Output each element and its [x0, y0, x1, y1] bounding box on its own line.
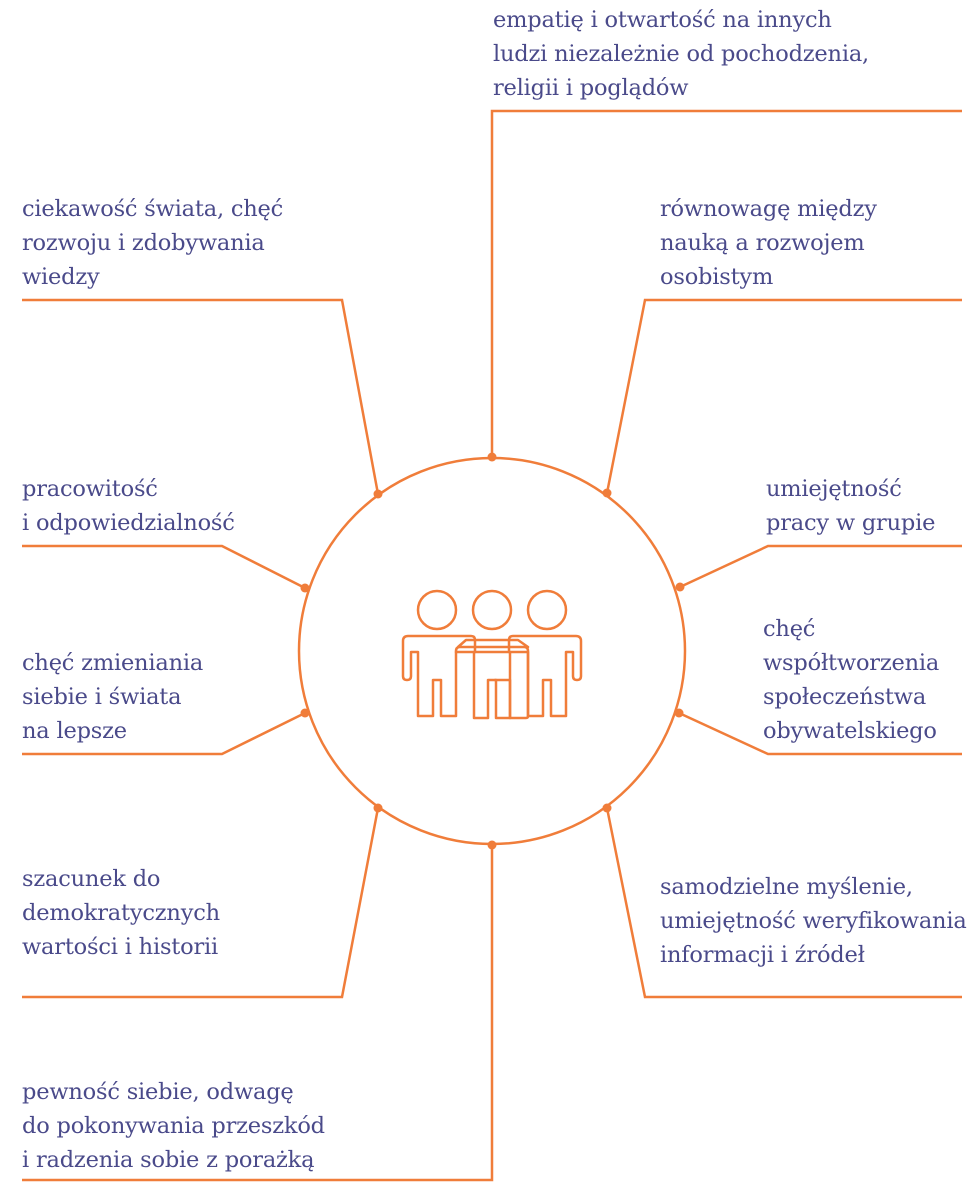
dot-democratic-values: [373, 803, 383, 813]
connector-critical-thinking: [605, 807, 962, 999]
value-confidence-line: pewność siebie, odwagę: [22, 1079, 294, 1105]
dot-teamwork: [675, 582, 685, 592]
value-teamwork: umiejętność pracy w grupie: [766, 472, 935, 540]
value-diligence-line: pracowitość: [22, 476, 158, 502]
value-confidence-line: i radzenia sobie z porażką: [22, 1147, 315, 1173]
value-democratic-values-line: szacunek do: [22, 866, 161, 892]
dot-confidence: [487, 840, 497, 850]
value-empathy-line: empatię i otwartość na innych: [493, 7, 832, 33]
value-balance-line: równowagę między: [660, 196, 877, 222]
dot-civil-society: [674, 708, 684, 718]
value-critical-thinking: samodzielne myślenie, umiejętność weryfi…: [660, 870, 967, 972]
value-diligence: pracowitość i odpowiedzialność: [22, 472, 235, 540]
value-balance: równowagę między nauką a rozwojem osobis…: [660, 192, 877, 294]
value-democratic-values-line: wartości i historii: [22, 934, 219, 960]
connector-diligence: [22, 544, 306, 590]
connector-democratic-values: [22, 807, 380, 999]
value-diligence-line: i odpowiedzialność: [22, 510, 235, 536]
value-teamwork-line: umiejętność: [766, 476, 902, 502]
connector-curiosity: [22, 298, 380, 495]
value-civil-society-line: współtworzenia: [763, 650, 940, 676]
value-teamwork-line: pracy w grupie: [766, 510, 936, 536]
connector-teamwork: [679, 544, 962, 589]
dot-curiosity: [373, 489, 383, 499]
value-curiosity-line: wiedzy: [22, 264, 100, 290]
value-balance-line: osobistym: [660, 264, 774, 290]
value-confidence-line: do pokonywania przeszkód: [22, 1113, 325, 1139]
value-civil-society-line: chęć: [763, 616, 816, 642]
value-empathy: empatię i otwartość na innych ludzi niez…: [493, 3, 869, 105]
value-curiosity-line: rozwoju i zdobywania: [22, 230, 265, 256]
value-democratic-values: szacunek do demokratycznych wartości i h…: [22, 862, 220, 964]
value-change: chęć zmieniania siebie i świata na lepsz…: [22, 646, 203, 748]
value-change-line: siebie i świata: [22, 684, 182, 710]
three-people-icon: [401, 589, 583, 720]
connector-change: [22, 711, 306, 756]
value-civil-society: chęć współtworzenia społeczeństwa obywat…: [763, 612, 939, 748]
value-balance-line: nauką a rozwojem: [660, 230, 865, 256]
dot-diligence: [300, 583, 310, 593]
value-change-line: na lepsze: [22, 718, 127, 744]
dot-critical-thinking: [602, 803, 612, 813]
connector-balance: [605, 298, 962, 494]
dot-balance: [602, 488, 612, 498]
value-critical-thinking-line: informacji i źródeł: [660, 942, 865, 968]
connector-empathy: [490, 109, 962, 457]
value-curiosity-line: ciekawość świata, chęć: [22, 196, 284, 222]
connector-confidence: [22, 845, 494, 1182]
value-democratic-values-line: demokratycznych: [22, 900, 220, 926]
value-critical-thinking-line: samodzielne myślenie,: [660, 874, 913, 900]
value-change-line: chęć zmieniania: [22, 650, 204, 676]
dot-empathy: [487, 452, 497, 462]
value-empathy-line: religii i poglądów: [493, 75, 689, 101]
value-critical-thinking-line: umiejętność weryfikowania: [660, 908, 967, 934]
value-empathy-line: ludzi niezależnie od pochodzenia,: [493, 41, 869, 67]
value-civil-society-line: społeczeństwa: [763, 684, 927, 710]
value-confidence: pewność siebie, odwagę do pokonywania pr…: [22, 1075, 325, 1177]
connector-dots: [300, 452, 685, 850]
value-civil-society-line: obywatelskiego: [763, 718, 937, 744]
connector-civil-society: [678, 711, 962, 756]
value-curiosity: ciekawość świata, chęć rozwoju i zdobywa…: [22, 192, 283, 294]
dot-change: [300, 708, 310, 718]
